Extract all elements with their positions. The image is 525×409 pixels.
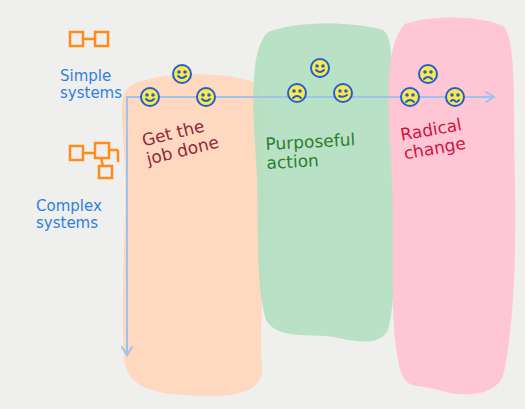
- face-eye: [406, 94, 408, 96]
- face-eye: [451, 94, 453, 96]
- system-box: [70, 146, 83, 160]
- system-link: [83, 152, 95, 155]
- sad-face: [288, 84, 306, 102]
- face-circle: [288, 84, 306, 102]
- band-fill: [388, 17, 515, 394]
- face-mouth: [316, 70, 324, 72]
- system-link: [83, 38, 95, 41]
- faces: [141, 59, 464, 106]
- band-shape: [118, 68, 268, 398]
- band-shape: [248, 20, 398, 345]
- face-eye: [299, 90, 301, 92]
- axis-label: Complex systems: [36, 198, 116, 232]
- face-circle: [311, 59, 329, 77]
- neutral-face: [334, 84, 352, 102]
- face-circle: [197, 88, 215, 106]
- face-circle: [401, 88, 419, 106]
- happy-face: [197, 88, 215, 106]
- sad-face: [446, 88, 464, 106]
- system-link: [117, 150, 120, 162]
- face-eye: [430, 71, 432, 73]
- y-axis: [126, 97, 128, 355]
- band-fill: [122, 74, 265, 396]
- face-circle: [141, 88, 159, 106]
- face-circle: [334, 84, 352, 102]
- face-eye: [412, 94, 414, 96]
- simple-system-icon: [70, 32, 108, 46]
- face-eye: [152, 94, 154, 96]
- category-band: Get the job done: [118, 68, 268, 398]
- x-arrow-head: [486, 92, 494, 102]
- system-link: [109, 149, 118, 152]
- face-mouth: [146, 99, 154, 101]
- face-eye: [293, 90, 295, 92]
- face-eye: [184, 71, 186, 73]
- category-band: Radical change: [383, 14, 518, 398]
- category-band: Purposeful action: [248, 20, 398, 345]
- face-eye: [202, 94, 204, 96]
- face-mouth: [202, 99, 210, 101]
- axis-label: Simple systems: [60, 68, 126, 102]
- face-circle: [419, 65, 437, 83]
- face-eye: [178, 71, 180, 73]
- face-eye: [424, 71, 426, 73]
- y-arrow-head: [122, 347, 132, 355]
- sad-face: [401, 88, 419, 106]
- face-circle: [173, 65, 191, 83]
- face-mouth: [339, 95, 347, 97]
- system-box: [70, 32, 83, 46]
- sad-face: [419, 65, 437, 83]
- face-eye: [322, 65, 324, 67]
- happy-face: [311, 59, 329, 77]
- band-title: Purposeful action: [265, 130, 367, 173]
- axes: [122, 92, 494, 355]
- face-mouth: [178, 76, 186, 78]
- system-link: [101, 158, 103, 166]
- happy-face: [173, 65, 191, 83]
- complex-system-icon: [70, 143, 118, 178]
- system-box: [99, 166, 112, 178]
- face-eye: [316, 65, 318, 67]
- face-eye: [339, 90, 341, 92]
- system-box: [95, 32, 108, 46]
- x-axis: [127, 96, 494, 98]
- face-circle: [446, 88, 464, 106]
- face-mouth: [424, 77, 432, 79]
- face-mouth: [406, 100, 414, 102]
- face-eye: [345, 90, 347, 92]
- band-shape: [383, 14, 518, 398]
- system-box: [95, 143, 109, 158]
- face-mouth: [293, 96, 301, 98]
- face-eye: [208, 94, 210, 96]
- band-fill: [253, 24, 395, 342]
- face-eye: [146, 94, 148, 96]
- face-eye: [457, 94, 459, 96]
- happy-face: [141, 88, 159, 106]
- face-mouth: [451, 100, 459, 102]
